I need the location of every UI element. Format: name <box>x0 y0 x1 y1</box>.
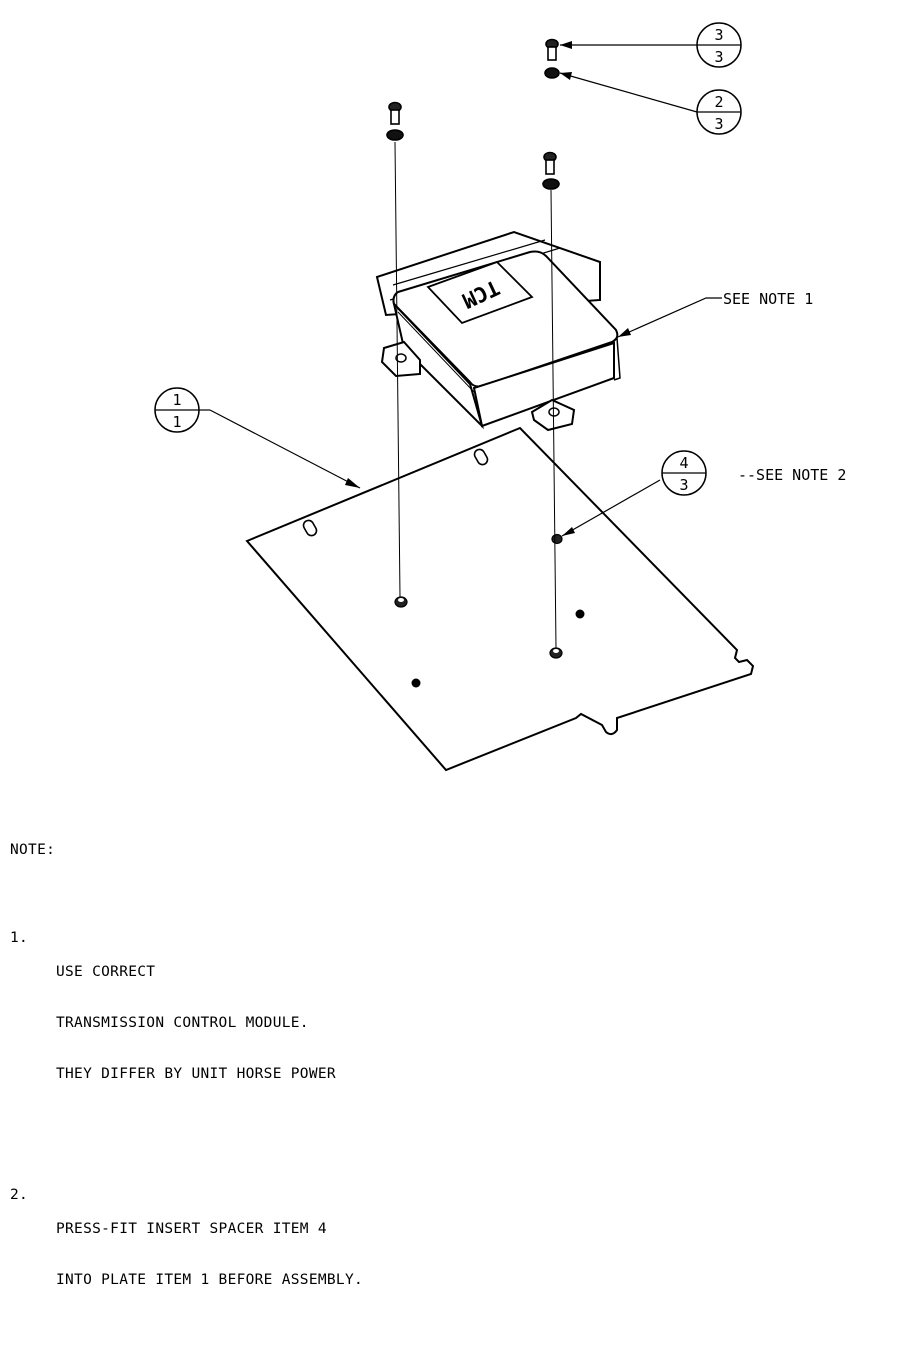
balloon-item-3: 3 3 <box>696 22 742 68</box>
note-item-1: 1. USE CORRECT TRANSMISSION CONTROL MODU… <box>10 930 363 1117</box>
mounting-plate <box>245 426 755 772</box>
note-line: INTO PLATE ITEM 1 BEFORE ASSEMBLY. <box>56 1272 364 1288</box>
balloon-quantity: 3 <box>714 115 723 133</box>
leader-arrowheads <box>345 41 631 536</box>
balloon-item-number: 1 <box>172 391 181 409</box>
balloon-quantity: 3 <box>679 476 688 494</box>
note-line: PRESS-FIT INSERT SPACER ITEM 4 <box>56 1221 327 1237</box>
note-text: PRESS-FIT INSERT SPACER ITEM 4 INTO PLAT… <box>56 1187 363 1323</box>
note-item-2: 2. PRESS-FIT INSERT SPACER ITEM 4 INTO P… <box>10 1187 363 1323</box>
assembly-center-lines <box>394 141 557 649</box>
note-line: TRANSMISSION CONTROL MODULE. <box>56 1015 309 1031</box>
balloon-item-number: 2 <box>714 93 723 111</box>
balloon-item-2: 2 3 <box>696 89 742 135</box>
note-text: USE CORRECT TRANSMISSION CONTROL MODULE.… <box>56 930 336 1117</box>
balloon-item-4: 4 3 <box>661 450 707 496</box>
tcm-module <box>375 230 621 432</box>
see-note-2-callout: --SEE NOTE 2 <box>738 466 846 484</box>
balloon-item-number: 4 <box>679 454 688 472</box>
balloon-quantity: 1 <box>172 413 181 431</box>
leader-lines <box>209 44 722 537</box>
notes-heading: NOTE: <box>10 842 56 858</box>
note-line: USE CORRECT <box>56 964 156 980</box>
bolts-and-washers <box>386 38 560 190</box>
see-note-1-callout: SEE NOTE 1 <box>723 290 813 308</box>
note-number: 1. <box>10 930 29 946</box>
notes-section: NOTE: 1. USE CORRECT TRANSMISSION CONTRO… <box>10 808 363 1359</box>
note-number: 2. <box>10 1187 29 1203</box>
balloon-item-1: 1 1 <box>154 387 210 433</box>
balloon-quantity: 3 <box>714 48 723 66</box>
balloon-item-number: 3 <box>714 26 723 44</box>
exploded-assembly-drawing: TCM 3 3 <box>154 22 846 772</box>
note-line: THEY DIFFER BY UNIT HORSE POWER <box>56 1066 336 1082</box>
